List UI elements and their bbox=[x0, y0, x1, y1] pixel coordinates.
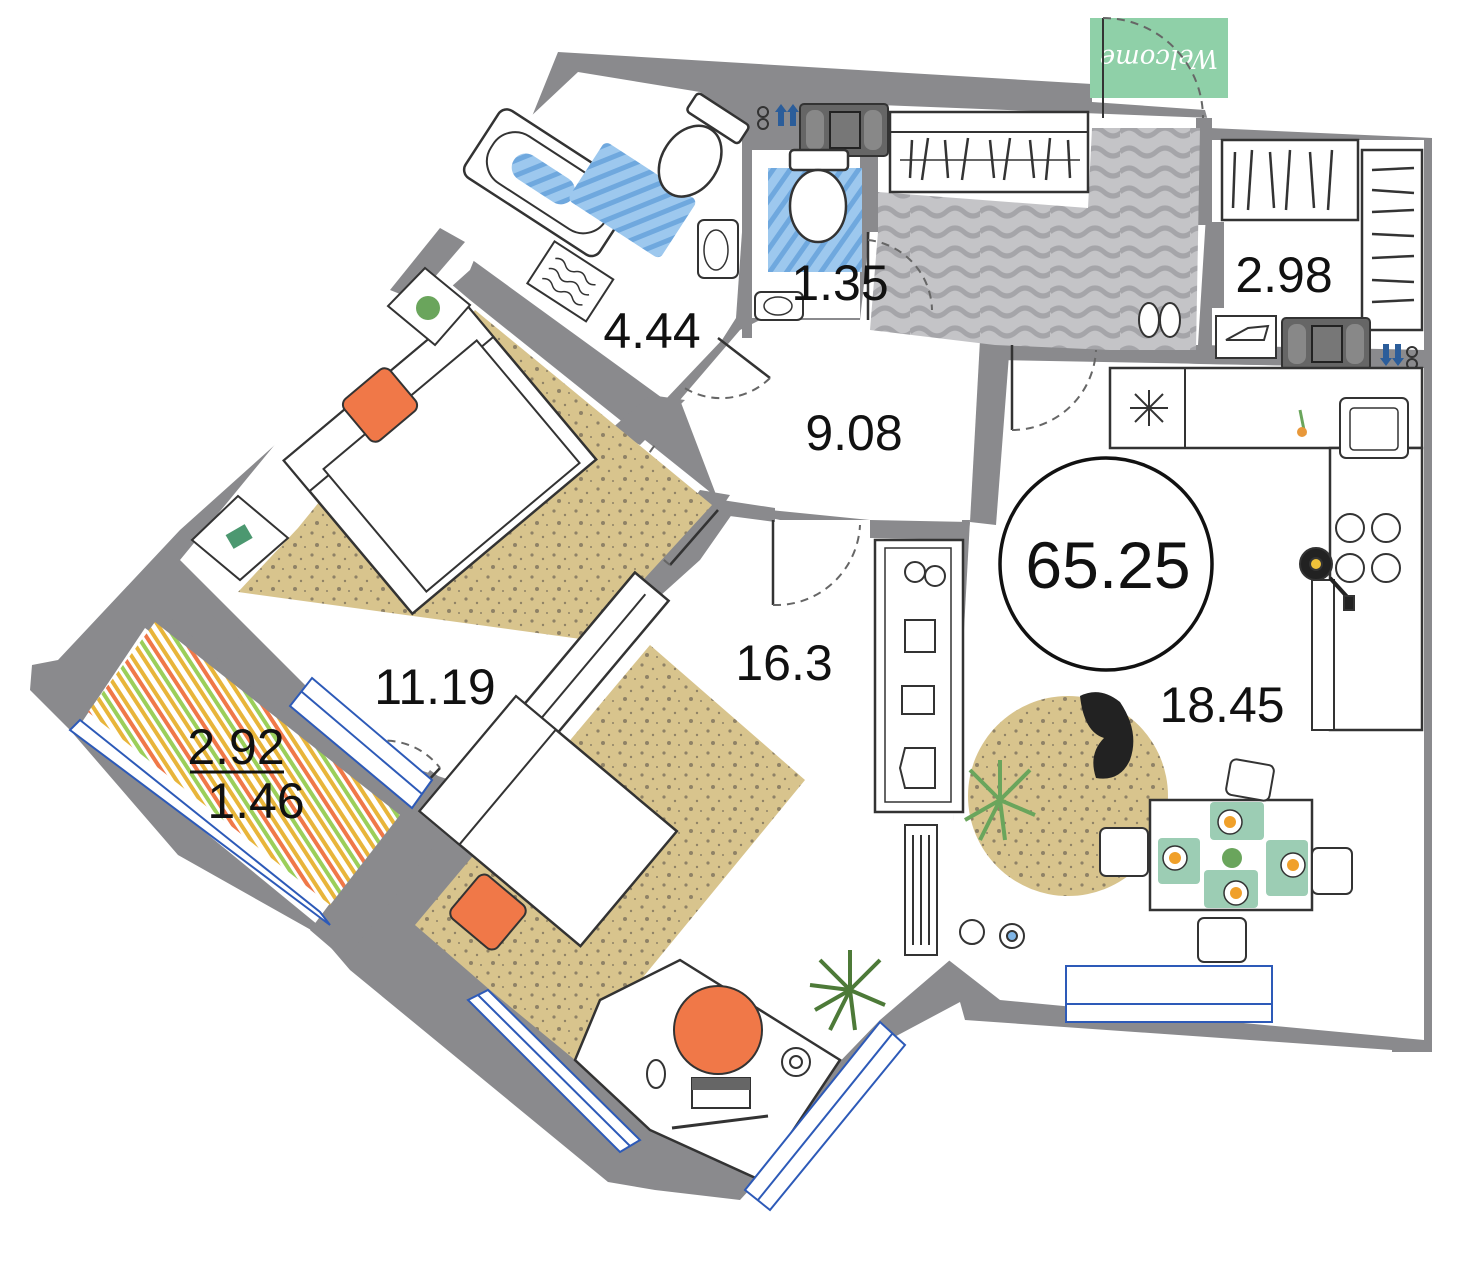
welcome-doormat: Welcome bbox=[1090, 17, 1228, 119]
balcony bbox=[68, 622, 400, 926]
desk bbox=[573, 958, 842, 1182]
bath-mat bbox=[569, 143, 696, 258]
window-bedroom bbox=[288, 676, 434, 810]
washer-dryer-storage bbox=[1281, 317, 1371, 371]
balcony-area-label: 2.92 bbox=[187, 719, 284, 775]
wardrobe-storage bbox=[1220, 138, 1424, 332]
window-kitchen bbox=[1065, 965, 1273, 1023]
hallway-tile bbox=[870, 128, 1200, 350]
bath-rug-small bbox=[525, 239, 615, 323]
slippers-icon bbox=[1138, 302, 1181, 338]
living-room-area-label: 16.3 bbox=[735, 635, 832, 691]
doormat-text: Welcome bbox=[1100, 43, 1219, 73]
bedroom-pillow bbox=[341, 367, 419, 443]
cat-icon bbox=[1080, 692, 1134, 779]
sofa-bed bbox=[417, 694, 679, 948]
wardrobe-hallway bbox=[888, 110, 1090, 194]
balcony-reduced-area-label: 1.46 bbox=[207, 773, 304, 829]
total-area-badge: 65.25 bbox=[998, 456, 1214, 672]
plant-living bbox=[809, 950, 886, 1031]
iron-board-icon bbox=[1215, 315, 1277, 359]
toilet-area-label: 1.35 bbox=[791, 255, 888, 311]
ventilation-icon-top bbox=[757, 104, 799, 130]
bathroom-toilet bbox=[657, 92, 750, 198]
bedroom-area-label: 11.19 bbox=[374, 659, 495, 715]
toilet-room-sink bbox=[754, 291, 804, 321]
kitchen-counter bbox=[1108, 366, 1424, 732]
pet-bowls bbox=[959, 919, 1025, 949]
nightstand-top bbox=[386, 266, 472, 347]
storage-area-label: 2.98 bbox=[1235, 247, 1332, 303]
window-living-1 bbox=[466, 988, 642, 1154]
dining-table bbox=[1099, 758, 1353, 963]
window-living-2 bbox=[743, 1020, 907, 1212]
plant-kitchen bbox=[964, 760, 1036, 841]
room-area-labels: 4.44 1.35 2.98 9.08 11.19 16.3 18.45 2.9… bbox=[187, 247, 1332, 829]
living-room-pillow bbox=[449, 873, 527, 951]
hallway-area-label: 9.08 bbox=[805, 405, 902, 461]
nightstand-bottom bbox=[190, 494, 290, 582]
bathroom-sink bbox=[697, 219, 739, 279]
bathroom-area-label: 4.44 bbox=[603, 303, 700, 359]
kitchen-area-label: 18.45 bbox=[1159, 677, 1284, 733]
toilet-room-toilet bbox=[788, 148, 850, 244]
wardrobe-living bbox=[873, 538, 965, 956]
ventilation-icon-storage bbox=[1380, 344, 1418, 370]
stove bbox=[1299, 513, 1401, 611]
washer-dryer-top bbox=[799, 103, 889, 157]
total-area-value: 65.25 bbox=[1025, 528, 1190, 602]
